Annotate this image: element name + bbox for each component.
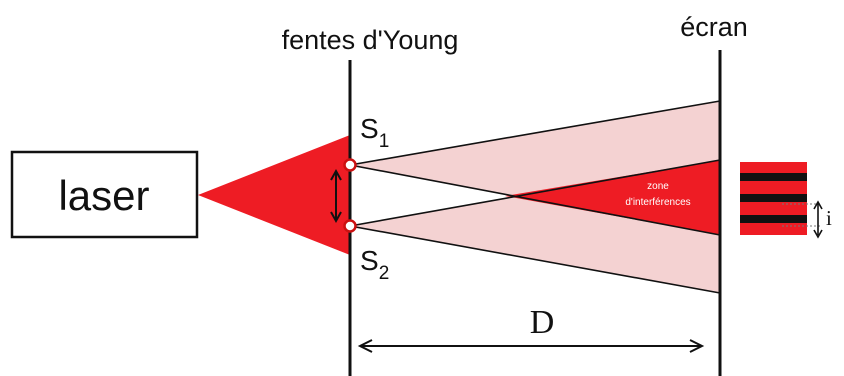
fringe-spacing-label: i [826, 206, 832, 230]
slit-s2 [343, 219, 357, 233]
zone-label-line2: d'interférences [625, 197, 690, 208]
cone-edges [349, 100, 721, 294]
slit-s2-label: S2 [360, 245, 389, 284]
zone-label-line1: zone [647, 181, 669, 192]
slits-title: fentes d'Young [282, 25, 459, 55]
slit-s1-label: S1 [360, 113, 389, 152]
screen-title: écran [680, 12, 748, 42]
interference-zone [505, 160, 720, 235]
laser-label: laser [58, 172, 149, 219]
laser-box [10, 150, 199, 239]
slit-separation-arrow [330, 168, 342, 224]
slit-s1 [343, 158, 357, 172]
distance-label: D [530, 304, 555, 341]
fringe-spacing-arrow [813, 200, 823, 239]
laser-beam [198, 135, 350, 255]
fringe-pattern [740, 162, 820, 235]
distance-arrow [357, 339, 705, 353]
